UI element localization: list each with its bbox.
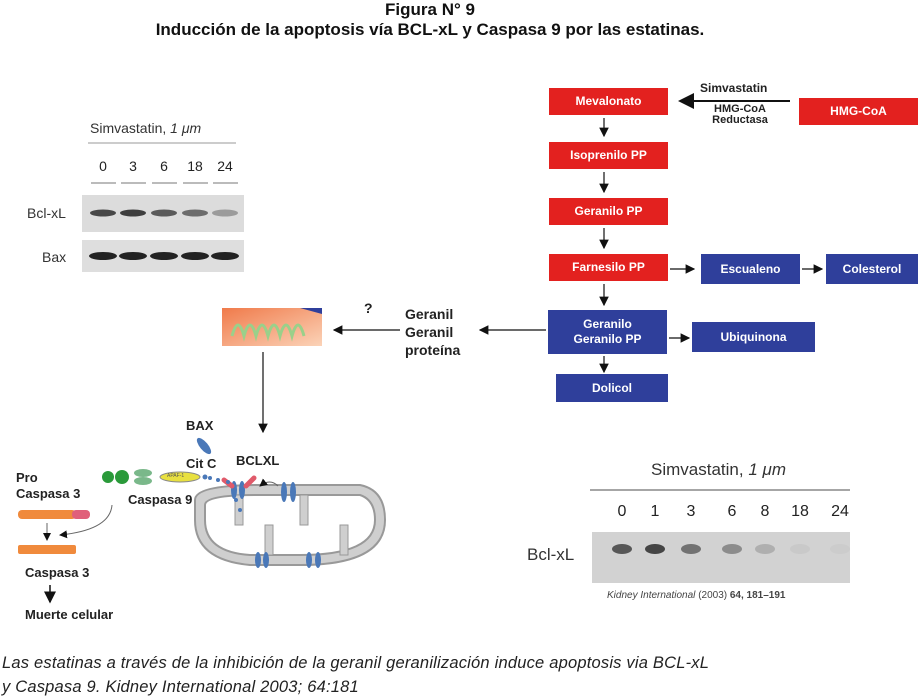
- geranilo-box: Geranilo PP: [549, 198, 668, 225]
- membrane-proteins: [196, 437, 321, 568]
- caspase-3-bar: [18, 545, 76, 554]
- lane-label: 6: [160, 158, 168, 174]
- pro-label: Pro: [16, 470, 38, 485]
- blot-bottom-row-bcl: Bcl-xL: [527, 545, 575, 564]
- lane-label: 18: [791, 503, 809, 520]
- caspasa3-label: Caspasa 3: [25, 565, 90, 580]
- blot-band: [722, 544, 742, 554]
- apaf-label: APAF-1: [167, 473, 185, 479]
- ubiquinona-box: Ubiquinona: [692, 322, 815, 352]
- lane-label: 18: [187, 158, 203, 174]
- lane-label: 0: [99, 158, 107, 174]
- blot-citation: Kidney International (2003) 64, 181–191: [607, 590, 786, 601]
- pro-caspase-3-bar: [18, 510, 90, 519]
- blot-band: [211, 252, 239, 260]
- farnesilo-box: Farnesilo PP: [549, 254, 668, 281]
- lane-label: 6: [727, 503, 737, 520]
- caspasa9-label: Caspasa 9: [128, 492, 193, 507]
- cytochrome-c-dots: [208, 476, 242, 512]
- figure-number: Figura N° 9: [385, 0, 475, 19]
- muerte-celular-label: Muerte celular: [25, 607, 114, 622]
- blot-top-row-bcl: Bcl-xL: [27, 205, 66, 221]
- lane-label: 24: [217, 158, 233, 174]
- dolicol-box: Dolicol: [556, 374, 668, 402]
- enzyme-label: HMG-CoA Reductasa: [712, 103, 768, 126]
- blot-band: [755, 544, 775, 554]
- blot-band: [681, 544, 701, 554]
- lane-label: 24: [831, 503, 849, 520]
- blot-band: [182, 209, 208, 217]
- caption-line-2: y Caspasa 9. Kidney International 2003; …: [2, 678, 359, 696]
- blot-band: [645, 544, 665, 554]
- bclxl-label: BCLXL: [236, 453, 280, 468]
- lane-label: 1: [650, 503, 660, 520]
- blot-band: [120, 209, 146, 217]
- pro-caspasa3-label: Caspasa 3: [16, 486, 81, 501]
- inhibitor-label: Simvastatin: [700, 81, 768, 95]
- escualeno-box: Escualeno: [701, 254, 800, 284]
- blot-band: [151, 209, 177, 217]
- bax-label: BAX: [186, 418, 214, 433]
- blot-bottom-membrane: [592, 532, 850, 583]
- lane-label: 3: [129, 158, 137, 174]
- figure-title: Inducción de la apoptosis vía BCL-xL y C…: [155, 20, 705, 39]
- mevalonato-box: Mevalonato: [549, 88, 668, 115]
- blot-band: [790, 544, 810, 554]
- isoprenilo-box: Isoprenilo PP: [549, 142, 668, 169]
- blot-band: [830, 544, 850, 554]
- blot-band: [181, 252, 209, 260]
- mitochondrion-icon: [194, 484, 387, 566]
- blot-band: [150, 252, 178, 260]
- blot-band: [90, 209, 116, 217]
- cit-c-label: Cit C: [186, 456, 217, 471]
- blot-band: [612, 544, 632, 554]
- lane-label: 0: [617, 503, 627, 520]
- blot-band: [212, 209, 238, 217]
- blot-top-title: Simvastatin, 1 μm: [90, 120, 202, 136]
- blot-top-row-bax: Bax: [42, 249, 67, 265]
- geranylated-protein-image: [222, 308, 322, 346]
- lane-label: 8: [760, 503, 770, 520]
- blot-band: [89, 252, 117, 260]
- caption-line-1: Las estatinas a través de la inhibición …: [2, 654, 710, 672]
- blot-band: [119, 252, 147, 260]
- colesterol-box: Colesterol: [826, 254, 918, 284]
- lane-label: 3: [686, 503, 696, 520]
- blot-bottom-title: Simvastatin, 1 μm: [651, 460, 786, 479]
- hmg-coa-box: HMG-CoA: [799, 98, 918, 125]
- apoptosome-icon: [102, 469, 208, 485]
- question-mark: ?: [364, 300, 373, 316]
